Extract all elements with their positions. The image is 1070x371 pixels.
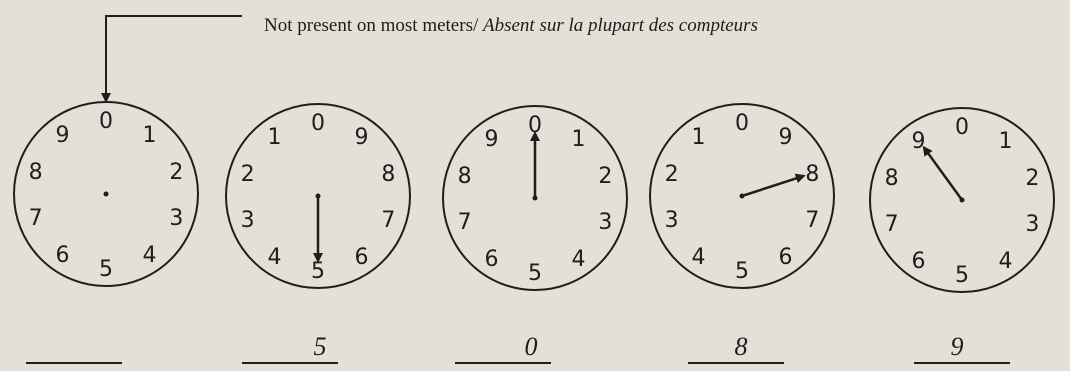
dial-3-number-6: 6 [485,247,499,272]
dial-face [869,107,1055,293]
dial-2-answer-line [242,362,338,364]
dial-4-number-5: 5 [735,259,749,284]
dial-1-number-7: 7 [29,206,43,231]
dial-1-number-9: 9 [56,123,70,148]
dial-face [13,101,199,287]
dial-4-answer-line [688,362,784,364]
dial-3-number-5: 5 [528,261,542,286]
dial-5-pointer [922,145,964,201]
dial-2-number-0: 0 [311,111,325,136]
dial-2-answer: 5 [313,332,327,361]
dial-5-number-3: 3 [1025,212,1039,237]
dial-3-number-7: 7 [458,210,472,235]
dial-5-number-6: 6 [912,249,926,274]
not-present-note: Not present on most meters/ Absent sur l… [264,15,758,37]
dial-3-number-8: 8 [458,164,472,189]
dial-2-number-8: 8 [381,162,395,187]
dial-4-answer: 8 [734,332,748,361]
dial-2-number-2: 2 [241,162,255,187]
dial-face [442,105,628,291]
dial-4-number-1: 1 [692,125,706,150]
dial-1-number-3: 3 [169,206,183,231]
dial-face [225,103,411,289]
dial-4-number-6: 6 [779,245,793,270]
meter-dial-4: 0 98 76 5 43 21 [649,103,835,289]
dial-5-number-5: 5 [955,263,969,288]
dial-4-number-4: 4 [692,245,706,270]
callout-arrow [101,15,242,103]
dial-1-answer [5,332,115,362]
dial-3-number-2: 2 [598,164,612,189]
dial-2-number-5: 5 [311,259,325,284]
dial-5-answer-line [914,362,1010,364]
dial-3-answer: 0 [524,332,538,361]
dial-5-number-7: 7 [885,212,899,237]
dial-1-number-6: 6 [56,243,70,268]
meter-dial-2: 0 98 76 5 43 21 [225,103,411,289]
dial-pivot [103,191,109,197]
dial-5-number-2: 2 [1025,166,1039,191]
dial-3-number-0: 0 [528,113,542,138]
dial-5-number-4: 4 [999,249,1013,274]
dial-5-number-0: 0 [955,115,969,140]
dial-3-number-4: 4 [572,247,586,272]
meter-dial-3: 0 12 34 5 67 89 [442,105,628,291]
dial-1-number-5: 5 [99,257,113,282]
dial-4-number-2: 2 [665,162,679,187]
dial-2-number-4: 4 [268,245,282,270]
dial-4-number-8: 8 [805,162,819,187]
dial-3-number-1: 1 [572,127,586,152]
dial-1-answer-line [26,362,122,364]
dial-1-number-8: 8 [29,160,43,185]
dial-2-number-9: 9 [355,125,369,150]
dial-face [649,103,835,289]
dial-3-number-3: 3 [598,210,612,235]
dial-1-number-2: 2 [169,160,183,185]
meter-dial-5: 0 12 34 5 67 89 [869,107,1055,293]
dial-2-number-3: 3 [241,208,255,233]
dial-5-number-8: 8 [885,166,899,191]
dial-2-number-1: 1 [268,125,282,150]
dial-5-number-1: 1 [999,129,1013,154]
dial-4-number-0: 0 [735,111,749,136]
dial-1-number-0: 0 [99,109,113,134]
dial-1-number-1: 1 [143,123,157,148]
note-french: Absent sur la plupart des compteurs [483,15,758,36]
dial-3-number-9: 9 [485,127,499,152]
dial-1-number-4: 4 [143,243,157,268]
dial-5-number-9: 9 [912,129,926,154]
dial-5-answer: 9 [950,332,964,361]
note-english: Not present on most meters/ [264,15,479,36]
dial-3-answer-line [455,362,551,364]
dial-4-pointer [741,173,806,198]
meter-dial-1: 0 12 34 5 67 89 [13,101,199,287]
dial-4-number-7: 7 [805,208,819,233]
dial-4-number-9: 9 [779,125,793,150]
dial-2-number-7: 7 [381,208,395,233]
dial-4-number-3: 3 [665,208,679,233]
dial-2-number-6: 6 [355,245,369,270]
